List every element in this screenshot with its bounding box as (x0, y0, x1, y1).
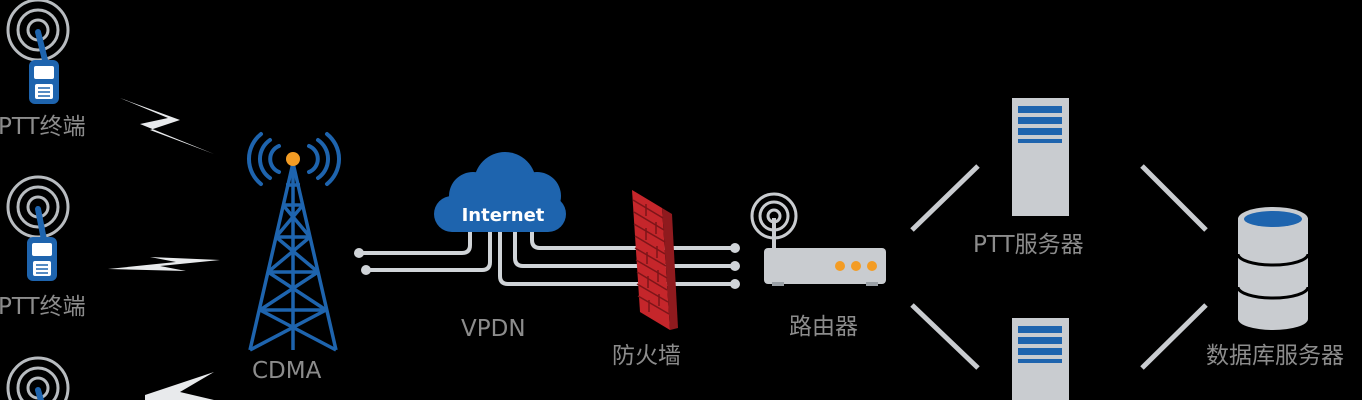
router-label: 路由器 (789, 314, 858, 340)
ptt-terminal-2 (6, 175, 70, 281)
firewall-icon (632, 190, 678, 330)
ptt-terminal-3 (6, 356, 70, 400)
walkie-talkie-icon (27, 206, 57, 281)
connector-dots (354, 243, 740, 289)
ptt-terminal-1 (6, 0, 70, 104)
lightning-icon (108, 257, 220, 271)
antenna-tower-icon (247, 132, 341, 352)
firewall-label: 防火墙 (612, 343, 681, 369)
database-server-label: 数据库服务器 (1206, 343, 1344, 369)
router-icon (750, 192, 886, 286)
walkie-talkie-icon (35, 387, 44, 400)
cloud-icon: Internet (434, 152, 566, 232)
vpdn-label: VPDN (461, 316, 526, 342)
connection-lines (358, 220, 734, 286)
lightning-icon (145, 372, 214, 400)
ptt-server-label: PTT服务器 (973, 232, 1084, 258)
signal-waves-icon (247, 132, 341, 186)
server-links (910, 164, 1208, 370)
cdma-label: CDMA (252, 358, 322, 384)
walkie-talkie-icon (29, 29, 59, 104)
server-icon (1012, 318, 1069, 400)
internet-label: Internet (462, 205, 545, 226)
ptt-terminal-label-1: PTT终端 (0, 114, 86, 140)
database-icon (1236, 207, 1310, 330)
server-icon (1012, 98, 1069, 216)
ptt-terminal-label-2: PTT终端 (0, 294, 86, 320)
